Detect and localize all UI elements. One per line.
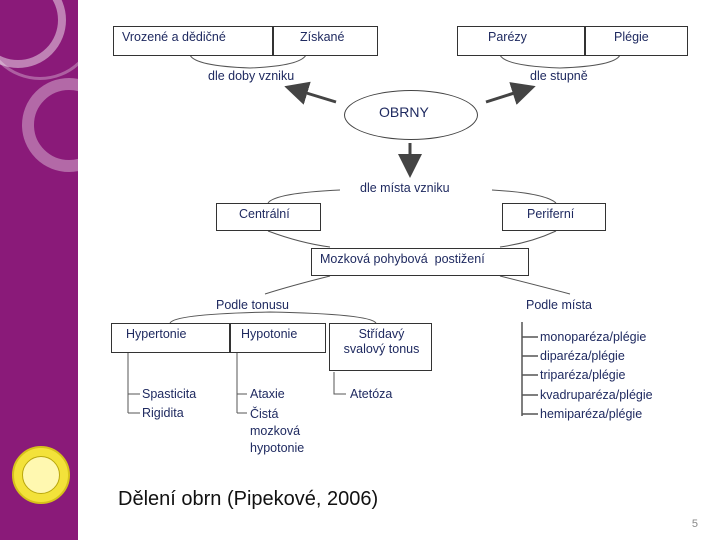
slide-caption: Dělení obrn (Pipekové, 2006)	[118, 488, 379, 510]
box-hypotonia: Hypotonie	[230, 323, 326, 353]
item-quadriparesis: kvadruparéza/plégie	[540, 388, 653, 402]
connector-stridavy	[333, 372, 346, 395]
box-paresis: Parézy	[457, 26, 585, 56]
label-by-tonus: Podle tonusu	[216, 298, 289, 312]
connector-top-left	[189, 54, 307, 69]
box-cerebral-palsy: Mozková pohybová postižení	[311, 248, 529, 276]
arrow-to-time	[284, 81, 337, 105]
item-spasticity: Spasticita	[142, 387, 197, 401]
decorative-ring	[0, 0, 78, 80]
item-athetosis: Atetóza	[350, 387, 393, 401]
connector-cns	[267, 230, 557, 248]
label-by-time: dle doby vzniku	[208, 69, 295, 83]
box-central: Centrální	[216, 203, 321, 231]
connector-top-right	[499, 54, 621, 69]
label-by-place: dle místa vzniku	[360, 181, 450, 195]
box-plegia: Plégie	[585, 26, 688, 56]
box-alternating-tonus: Střídavý svalový tonus	[329, 323, 432, 371]
page-number: 5	[691, 518, 698, 530]
connector-place	[267, 189, 557, 204]
school-logo	[12, 446, 70, 504]
connector-tonus	[169, 311, 377, 324]
box-peripheral: Periferní	[502, 203, 606, 231]
connector-split	[264, 275, 571, 295]
center-node: OBRNY	[344, 90, 478, 140]
box-congenital: Vrozené a dědičné	[113, 26, 273, 56]
item-monoparesis: monoparéza/plégie	[540, 330, 647, 344]
item-pure-hypotonia: Čistá mozková hypotonie	[250, 407, 305, 455]
arrow-to-degree	[485, 82, 536, 105]
box-acquired: Získané	[273, 26, 378, 56]
item-triparesis: triparéza/plégie	[540, 368, 626, 382]
connector-hypotonie	[236, 352, 247, 414]
connector-hypertonie	[127, 352, 140, 414]
label-by-location: Podle místa	[526, 298, 593, 312]
item-diparesis: diparéza/plégie	[540, 349, 625, 363]
label-by-degree: dle stupně	[530, 69, 588, 83]
school-logo-inner	[22, 456, 60, 494]
item-rigidity: Rigidita	[142, 406, 184, 420]
box-hypertonia: Hypertonie	[111, 323, 230, 353]
connector-location	[521, 322, 538, 416]
item-hemiparesis: hemiparéza/plégie	[540, 407, 643, 421]
item-ataxia: Ataxie	[250, 387, 285, 401]
